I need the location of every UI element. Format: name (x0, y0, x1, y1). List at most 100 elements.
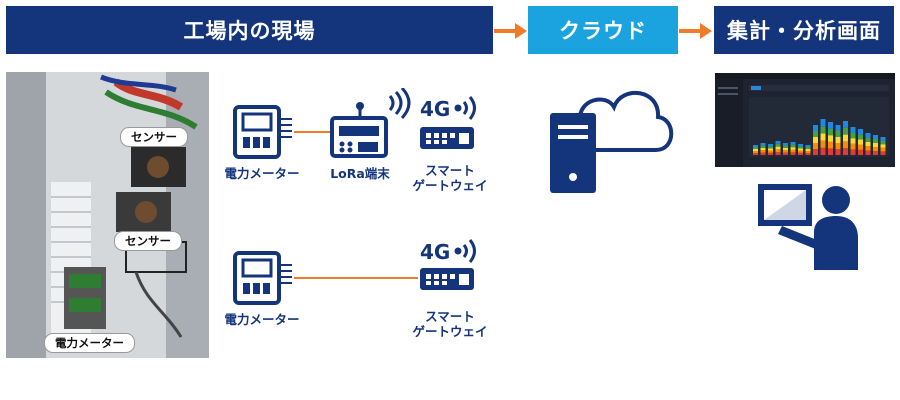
smart-gateway-icon (420, 268, 474, 290)
dashboard-bar-segment (820, 119, 826, 127)
dashboard-bar-segment (783, 143, 788, 146)
dashboard-bar-segment (760, 152, 766, 155)
meter-label: 電力メーター (224, 166, 300, 181)
dashboard-bar-segment (798, 146, 803, 149)
dashboard-bar-segment (850, 132, 856, 139)
dashboard-bar-segment (880, 140, 886, 145)
gateway-label-line1: スマート (425, 163, 475, 178)
dashboard-bar-segment (798, 150, 803, 153)
dashboard-bar-segment (790, 147, 796, 150)
dashboard-bar-segment (828, 141, 833, 149)
dashboard-bar-segment (798, 144, 803, 147)
dashboard-bar-segment (768, 148, 773, 151)
dashboard-bar-segment (760, 145, 766, 148)
dashboard-bar-segment (790, 149, 796, 153)
dashboard-bar-segment (805, 153, 811, 155)
dashboard-bar-segment (790, 144, 796, 148)
cloud-server-icon (550, 90, 674, 193)
dashboard-bar-segment (865, 133, 871, 138)
dashboard-bar-segment (790, 152, 796, 155)
dashboard-bar-segment (873, 151, 878, 155)
dashboard-bar-segment (768, 152, 773, 155)
dashboard-bar-segment (753, 151, 758, 153)
dashboard-bar-segment (880, 144, 886, 148)
dashboard-bar-segment (858, 134, 863, 140)
dashboard-bar-segment (813, 137, 818, 143)
gateway-label: スマート ゲートウェイ (404, 309, 496, 339)
power-meter-icon (233, 105, 292, 159)
gateway-label: スマート ゲートウェイ (404, 163, 496, 193)
header-site: 工場内の現場 (6, 6, 493, 54)
network-4g-label: 4G (420, 240, 451, 264)
dashboard-bar-segment (790, 142, 796, 145)
signal-icon (454, 239, 476, 263)
dashboard-bar-segment (835, 125, 841, 131)
dashboard-bar-segment (783, 147, 788, 151)
power-meter-icon (233, 251, 292, 305)
header-analysis: 集計・分析画面 (714, 6, 894, 54)
dashboard-bar-segment (858, 139, 863, 145)
dashboard-bar-segment (843, 121, 848, 128)
dashboard-bar-segment (820, 133, 826, 141)
dashboard-bar-segment (775, 146, 781, 150)
meter-tag: 電力メーター (44, 333, 135, 353)
dashboard-bar-segment (760, 147, 766, 151)
gateway-label-line2: ゲートウェイ (412, 324, 488, 339)
connection-line (294, 131, 330, 133)
user-at-monitor-icon (758, 184, 858, 270)
dashboard-bar-segment (768, 150, 773, 153)
dashboard-bar-segment (753, 153, 758, 155)
dashboard-bar-segment (880, 137, 886, 141)
arrow-right-icon (494, 23, 527, 39)
dashboard-bar-segment (858, 144, 863, 150)
dashboard-bar-segment (865, 141, 871, 147)
dashboard-bar-segment (843, 148, 848, 155)
dashboard-bar-segment (858, 149, 863, 155)
connection-line (294, 277, 418, 279)
dashboard-bar-segment (805, 147, 811, 149)
dashboard-bar-segment (798, 152, 803, 155)
dashboard-bar-segment (835, 131, 841, 137)
dashboard-bar-segment (865, 150, 871, 155)
sensor-tag: センサー (114, 231, 182, 251)
meter-label: 電力メーター (224, 312, 300, 327)
dashboard-bar-segment (775, 141, 781, 144)
dashboard-bar-segment (753, 147, 758, 149)
dashboard-bar-segment (880, 151, 886, 155)
dashboard-bar-segment (813, 143, 818, 149)
dashboard-bar-segment (753, 149, 758, 151)
dashboard-bar-segment (775, 149, 781, 153)
dashboard-bar-segment (768, 146, 773, 149)
dashboard-bar-segment (805, 151, 811, 153)
network-4g-label: 4G (420, 97, 451, 121)
site-photo: センサー センサー 電力メーター (6, 72, 209, 358)
dashboard-bar-segment (873, 143, 878, 147)
gateway-label-line2: ゲートウェイ (412, 178, 488, 193)
dashboard-bar-segment (760, 150, 766, 153)
dashboard-bar-segment (843, 141, 848, 149)
dashboard-bar-segment (820, 147, 826, 155)
dashboard-bar-segment (813, 131, 818, 137)
lora-device-icon (330, 88, 411, 158)
dashboard-bar-segment (865, 146, 871, 151)
dashboard-bar-segment (873, 135, 878, 139)
dashboard-screenshot (715, 73, 895, 167)
dashboard-bar-segment (850, 149, 856, 155)
dashboard-bar-segment (805, 145, 811, 147)
dashboard-bar-segment (850, 127, 856, 133)
dashboard-bar-segment (783, 150, 788, 153)
signal-icon (454, 96, 476, 120)
dashboard-bar-segment (858, 129, 863, 135)
dashboard-bar-segment (873, 147, 878, 151)
dashboard-bar-segment (820, 140, 826, 148)
header-cloud: クラウド (528, 6, 678, 54)
dashboard-bar-segment (768, 144, 773, 147)
dashboard-bar-segment (775, 143, 781, 147)
gateway-label-line1: スマート (425, 309, 475, 324)
dashboard-bar-segment (873, 139, 878, 143)
dashboard-bar-segment (843, 127, 848, 135)
dashboard-bar-segment (828, 128, 833, 136)
header-cloud-title: クラウド (559, 19, 647, 43)
dashboard-bar-segment (828, 148, 833, 155)
dashboard-bar-segment (865, 137, 871, 142)
